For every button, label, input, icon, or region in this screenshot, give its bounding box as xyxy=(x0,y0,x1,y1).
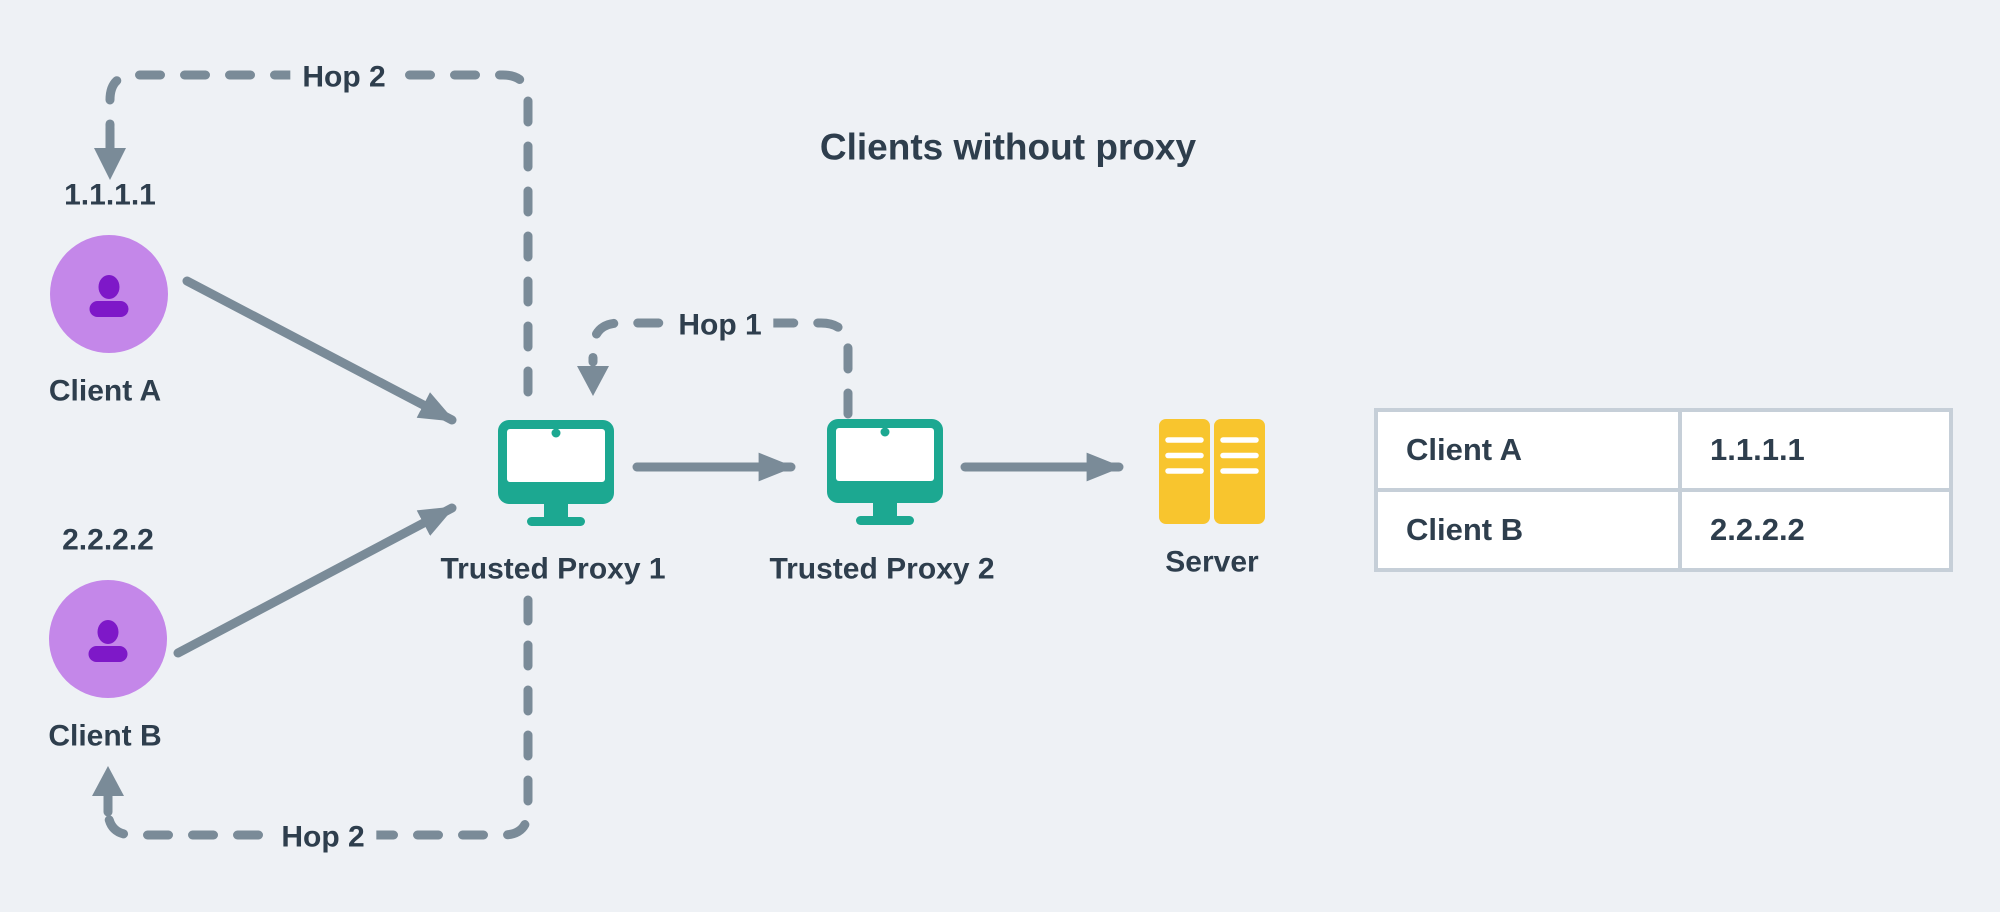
hop2-top-path xyxy=(105,70,533,397)
proxy2-label: Trusted Proxy 2 xyxy=(769,552,995,586)
hop2-bottom-label: Hop 2 xyxy=(269,819,377,855)
arrow-client-a-to-proxy1 xyxy=(182,276,457,425)
server-label: Server xyxy=(1165,545,1259,579)
client-b-ip: 2.2.2.2 xyxy=(62,523,154,557)
hop1-arrowhead-icon xyxy=(577,366,609,396)
client-b-label: Client B xyxy=(48,719,162,753)
table-cell-ip-a: 1.1.1.1 xyxy=(1682,412,1949,488)
hop2-bottom-path xyxy=(103,595,533,840)
server-icon xyxy=(1159,419,1265,524)
hop2-bottom-arrowhead-icon xyxy=(92,766,124,796)
table-cell-ip-b: 2.2.2.2 xyxy=(1682,492,1949,568)
table-cell-client-a: Client A xyxy=(1378,412,1678,488)
client-a-label: Client A xyxy=(48,374,162,408)
client-b-person-icon xyxy=(49,580,167,698)
client-a-ip: 1.1.1.1 xyxy=(64,178,156,212)
arrow-client-b-to-proxy1 xyxy=(173,503,457,658)
table-cell-client-b: Client B xyxy=(1378,492,1678,568)
proxy1-monitor-icon xyxy=(498,420,614,526)
hop2-top-label: Hop 2 xyxy=(290,59,398,95)
hop2-top-arrowhead-icon xyxy=(94,148,126,180)
page-title: Clients without proxy xyxy=(819,126,1197,168)
hop1-label: Hop 1 xyxy=(666,307,774,343)
proxy2-monitor-icon xyxy=(827,419,943,525)
client-a-person-icon xyxy=(50,235,168,353)
proxy1-label: Trusted Proxy 1 xyxy=(440,552,666,586)
client-ip-table: Client A 1.1.1.1 Client B 2.2.2.2 xyxy=(1374,408,1953,572)
